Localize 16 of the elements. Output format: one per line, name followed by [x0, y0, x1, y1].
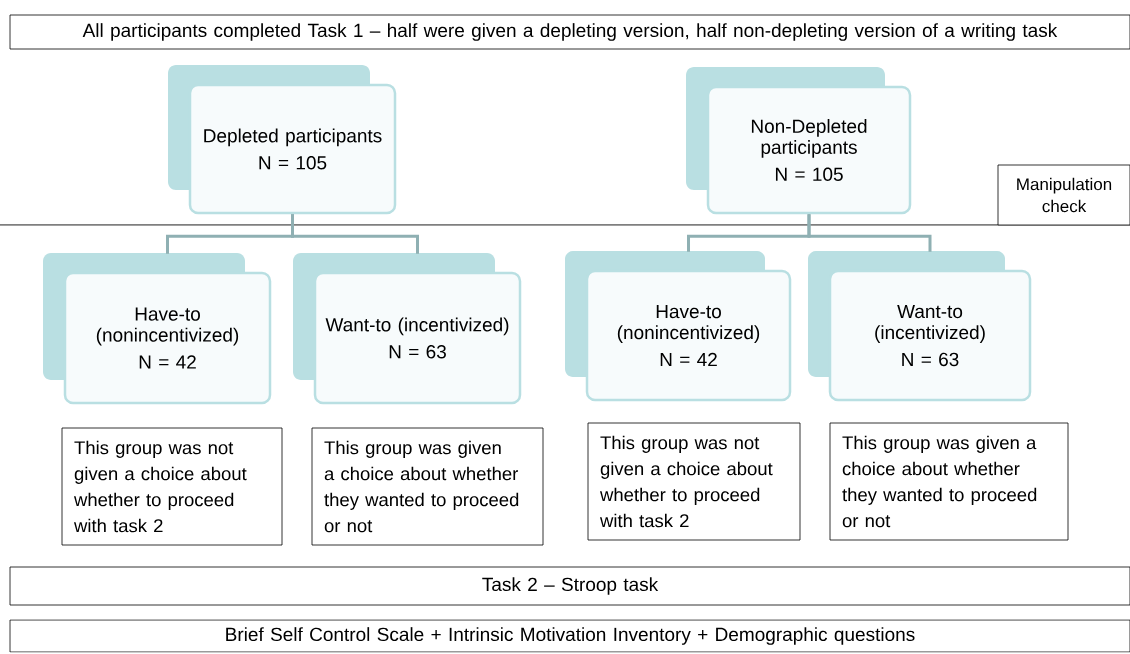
- stage-box: Task 2 – Stroop task: [9, 566, 1130, 606]
- connector: [291, 214, 419, 254]
- group-box: Non-Depleted participants N = 105: [686, 67, 912, 215]
- group-box: Want-to (incentivized) N = 63: [808, 251, 1032, 402]
- group-box: Depleted participants N = 105: [168, 65, 397, 215]
- description-box: This group was not given a choice about whether to proceed with task 2: [587, 422, 801, 541]
- note-box: Manipulation check: [997, 164, 1130, 226]
- group-box: Have-to (nonincentivized) N = 42: [43, 253, 272, 405]
- description-box: This group was given a choice about whether they wanted to proceed or not: [829, 422, 1069, 541]
- description-box: This group was given a choice about whether they wanted to proceed or not: [311, 427, 544, 546]
- group-box: Have-to (nonincentivized) N = 42: [565, 251, 792, 402]
- stage-box: Brief Self Control Scale + Intrinsic Motivation Inventory + Demographic questions: [9, 619, 1130, 653]
- description-box: This group was not given a choice about whether to proceed with task 2: [61, 427, 283, 546]
- group-box: Want-to (incentivized) N = 63: [293, 253, 522, 405]
- connector: [807, 214, 932, 252]
- stage-box: All participants completed Task 1 – half were given a depleting version, half non-depleting version of a writing task: [9, 14, 1130, 50]
